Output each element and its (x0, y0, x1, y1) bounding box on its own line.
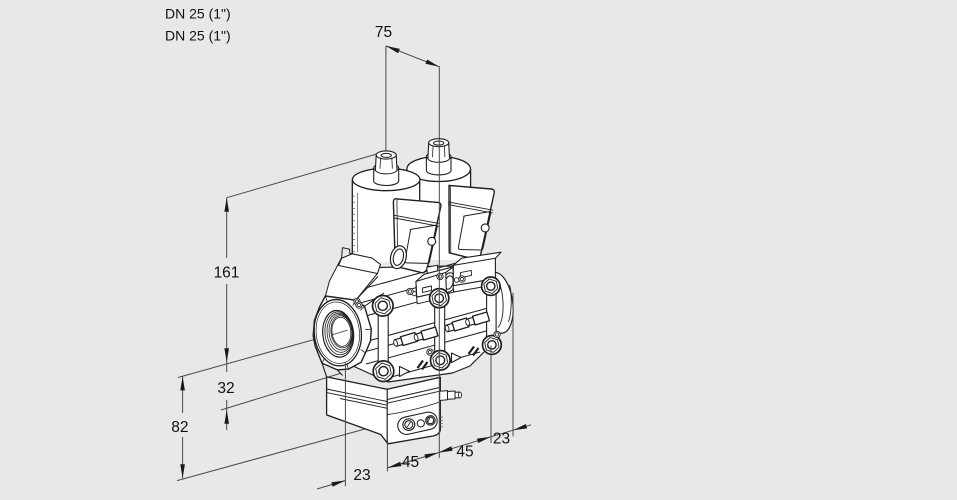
svg-text:161: 161 (214, 265, 240, 282)
svg-text:23: 23 (353, 467, 370, 484)
svg-text:32: 32 (217, 380, 234, 397)
svg-text:45: 45 (402, 454, 419, 471)
svg-text:75: 75 (375, 24, 392, 41)
svg-text:23: 23 (493, 430, 510, 447)
svg-text:DN 25 (1"): DN 25 (1") (165, 28, 231, 44)
svg-text:82: 82 (171, 419, 188, 436)
svg-text:DN 25 (1"): DN 25 (1") (165, 6, 231, 22)
svg-text:45: 45 (456, 444, 473, 461)
